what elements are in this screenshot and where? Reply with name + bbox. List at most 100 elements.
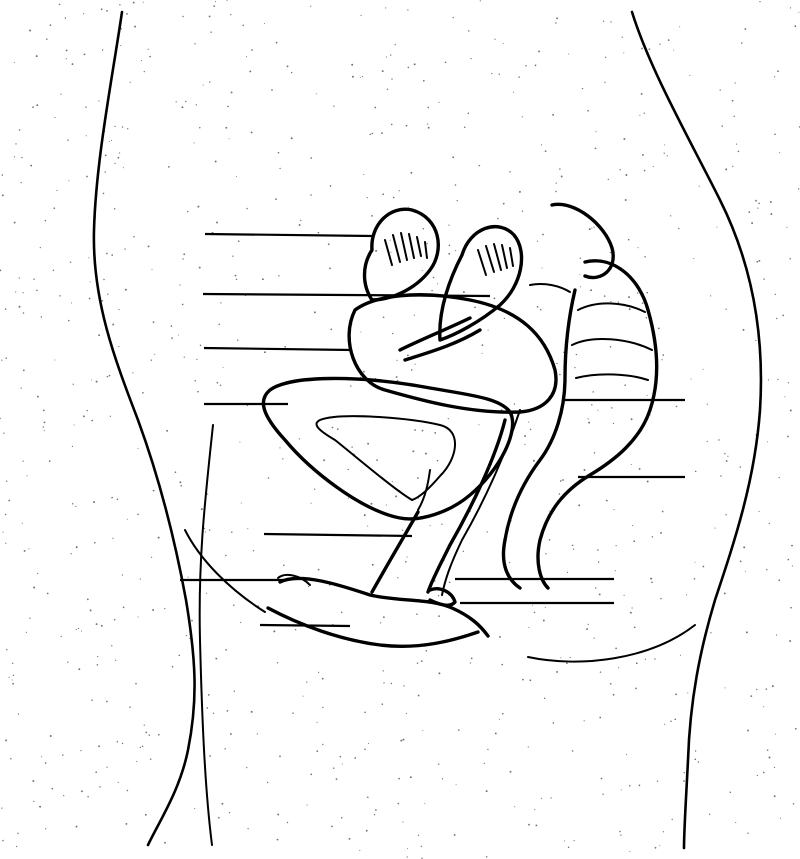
speckle xyxy=(664,144,665,145)
speckle xyxy=(604,82,605,83)
speckle xyxy=(587,110,589,112)
speckle xyxy=(1,359,2,360)
speckle xyxy=(407,354,409,356)
speckle xyxy=(199,267,201,269)
speckle xyxy=(223,367,224,368)
speckle xyxy=(183,253,185,255)
speckle xyxy=(44,430,45,431)
speckle xyxy=(382,193,384,195)
speckle xyxy=(427,107,429,109)
speckle xyxy=(66,58,67,59)
speckle xyxy=(573,548,574,549)
speckle xyxy=(91,699,93,701)
leader-line-7 xyxy=(260,625,350,626)
speckle xyxy=(789,640,791,642)
speckle xyxy=(182,16,183,17)
speckle xyxy=(414,315,415,316)
speckle xyxy=(597,549,599,551)
speckle xyxy=(756,689,757,690)
speckle xyxy=(529,679,531,681)
speckle xyxy=(124,248,125,249)
speckle xyxy=(127,790,129,792)
speckle xyxy=(470,58,471,59)
speckle xyxy=(782,315,784,317)
speckle xyxy=(727,456,728,457)
leader-line-3 xyxy=(204,348,352,350)
speckle xyxy=(171,337,173,339)
speckle xyxy=(225,555,227,557)
speckle xyxy=(790,7,791,8)
speckle xyxy=(311,503,312,504)
speckle xyxy=(691,378,692,379)
speckle xyxy=(383,670,384,671)
speckle xyxy=(21,182,22,183)
speckle xyxy=(75,506,76,507)
speckle xyxy=(26,632,27,633)
speckle xyxy=(639,785,641,787)
speckle xyxy=(303,696,304,697)
speckle xyxy=(667,155,668,156)
speckle xyxy=(333,767,335,769)
colon xyxy=(503,204,656,588)
speckle xyxy=(50,24,52,26)
speckle xyxy=(367,197,368,198)
speckle xyxy=(19,129,21,131)
speckle xyxy=(112,324,114,326)
speckle xyxy=(279,168,280,169)
speckle xyxy=(21,157,22,158)
speckle xyxy=(641,48,643,50)
speckle xyxy=(40,247,41,248)
speckle xyxy=(474,307,476,309)
speckle xyxy=(186,635,187,636)
speckle xyxy=(330,329,332,331)
speckle xyxy=(234,690,235,691)
speckle xyxy=(103,193,105,195)
speckle xyxy=(556,363,557,364)
speckle xyxy=(123,167,124,168)
speckle xyxy=(597,410,598,411)
speckle xyxy=(662,354,664,356)
speckle xyxy=(613,423,614,424)
speckle xyxy=(153,321,155,323)
speckle xyxy=(405,561,407,563)
speckle xyxy=(209,529,210,530)
speckle xyxy=(434,432,436,434)
speckle xyxy=(97,656,98,657)
speckle xyxy=(402,530,403,531)
speckle xyxy=(766,688,768,690)
speckle xyxy=(180,485,182,487)
speckle xyxy=(390,240,391,241)
speckle xyxy=(375,250,377,252)
speckle xyxy=(80,750,81,751)
speckle xyxy=(145,732,147,734)
speckle xyxy=(180,284,181,285)
speckle xyxy=(102,49,103,50)
speckle xyxy=(792,565,793,566)
speckle xyxy=(454,834,456,836)
speckle xyxy=(209,15,211,17)
speckle xyxy=(141,60,142,61)
speckle xyxy=(83,13,84,14)
speckle xyxy=(427,243,428,244)
buttock-curve xyxy=(528,625,695,662)
speckle xyxy=(149,56,151,58)
speckle xyxy=(610,252,611,253)
speckle xyxy=(798,188,799,189)
speckle xyxy=(158,537,160,539)
speckle xyxy=(372,133,374,135)
speckle xyxy=(213,5,215,7)
leader-line-1 xyxy=(205,234,372,236)
speckle xyxy=(519,191,521,193)
speckle xyxy=(549,539,551,541)
speckle xyxy=(408,67,410,69)
speckle xyxy=(41,316,42,317)
vaginal-canal xyxy=(372,410,520,595)
speckle xyxy=(109,375,111,377)
speckle xyxy=(589,228,591,230)
speckle xyxy=(306,681,307,682)
speckle xyxy=(8,500,10,502)
speckle xyxy=(537,241,538,242)
speckle xyxy=(369,134,370,135)
front-body-contour xyxy=(94,12,195,845)
speckle xyxy=(240,622,241,623)
